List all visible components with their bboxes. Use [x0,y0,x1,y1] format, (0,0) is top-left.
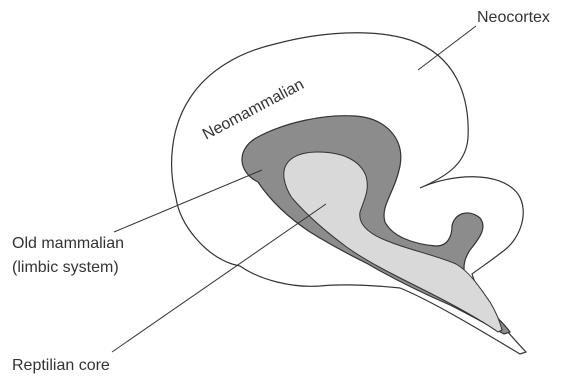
neocortex-label: Neocortex [477,7,550,29]
old-mammalian-label: Old mammalian [12,233,124,255]
reptilian-core-label: Reptilian core [12,355,110,377]
limbic-system-label: (limbic system) [12,257,119,279]
